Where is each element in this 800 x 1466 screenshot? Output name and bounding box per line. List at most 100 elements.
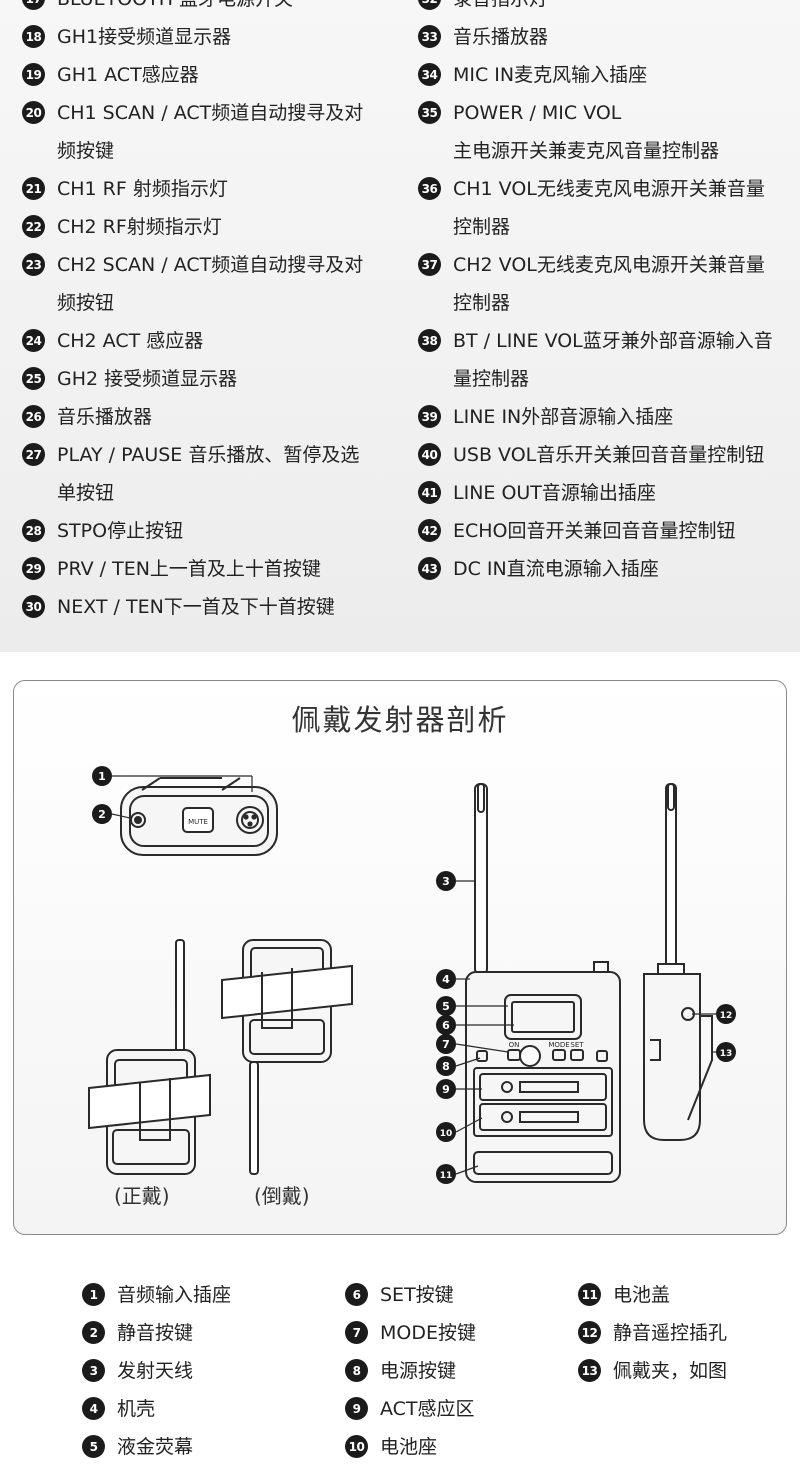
number-badge: 28 — [22, 519, 45, 542]
number-badge: 9 — [345, 1397, 368, 1420]
number-badge: 1 — [82, 1283, 105, 1306]
top-legend-section: 17 BLUETOOTH 蓝牙电源开关 18 GH1接受频道显示器 19 GH1… — [0, 0, 800, 652]
number-badge: 29 — [22, 557, 45, 580]
legend-text-cont: 控制器 — [453, 216, 511, 238]
number-badge: 10 — [345, 1435, 368, 1458]
legend-text: GH1 ACT感应器 — [57, 64, 199, 86]
legend-text-cont: 量控制器 — [453, 368, 530, 390]
legend-item-39: 39 LINE IN外部音源输入插座 — [418, 398, 673, 436]
number-badge: 39 — [418, 405, 441, 428]
number-badge: 33 — [418, 25, 441, 48]
legend-item-43: 43 DC IN直流电源输入插座 — [418, 550, 659, 588]
legend-item-36: 36 CH1 VOL无线麦克风电源开关兼音量 控制器 — [418, 170, 765, 246]
bottom-legend-item-11: 11 电池盖 — [578, 1276, 670, 1314]
legend-text: PRV / TEN上一首及上十首按键 — [57, 558, 321, 580]
legend-item-25: 25 GH2 接受频道显示器 — [22, 360, 237, 398]
bottom-legend-item-2: 2 静音按键 — [82, 1314, 193, 1352]
bottom-legend-item-13: 13 佩戴夹，如图 — [578, 1352, 727, 1390]
legend-item-37: 37 CH2 VOL无线麦克风电源开关兼音量 控制器 — [418, 246, 765, 322]
legend-item-30: 30 NEXT / TEN下一首及下十首按键 — [22, 588, 335, 626]
legend-text: 电池盖 — [613, 1284, 671, 1306]
legend-item-17: 17 BLUETOOTH 蓝牙电源开关 — [22, 0, 293, 18]
legend-item-27: 27 PLAY / PAUSE 音乐播放、暂停及选 单按钮 — [22, 436, 359, 512]
legend-text: SET按键 — [380, 1284, 454, 1306]
number-badge: 4 — [82, 1397, 105, 1420]
number-badge: 13 — [578, 1359, 601, 1382]
legend-text: GH1接受频道显示器 — [57, 26, 232, 48]
legend-text: 音乐播放器 — [57, 406, 153, 428]
number-badge: 24 — [22, 329, 45, 352]
legend-text: CH2 SCAN / ACT频道自动搜寻及对 — [57, 254, 364, 276]
legend-text: USB VOL音乐开关兼回音音量控制钮 — [453, 444, 765, 466]
legend-text: NEXT / TEN下一首及下十首按键 — [57, 596, 335, 618]
legend-text-cont: 控制器 — [453, 292, 511, 314]
legend-text: ACT感应区 — [380, 1398, 475, 1420]
number-badge: 20 — [22, 101, 45, 124]
number-badge: 37 — [418, 253, 441, 276]
legend-text: CH2 RF射频指示灯 — [57, 216, 222, 238]
number-badge: 18 — [22, 25, 45, 48]
number-badge: 36 — [418, 177, 441, 200]
bottom-legend-item-10: 10 电池座 — [345, 1428, 437, 1466]
legend-text: 机壳 — [117, 1398, 156, 1420]
legend-item-20: 20 CH1 SCAN / ACT频道自动搜寻及对 频按键 — [22, 94, 363, 170]
caption-back-worn: (倒戴) — [254, 1184, 310, 1208]
number-badge: 5 — [82, 1435, 105, 1458]
bottom-legend-item-8: 8 电源按键 — [345, 1352, 456, 1390]
bottom-legend-item-7: 7 MODE按键 — [345, 1314, 476, 1352]
legend-text: DC IN直流电源输入插座 — [453, 558, 659, 580]
legend-text: 静音遥控插孔 — [613, 1322, 728, 1344]
number-badge: 7 — [345, 1321, 368, 1344]
legend-text: ECHO回音开关兼回音音量控制钮 — [453, 520, 736, 542]
bottom-legend-item-5: 5 液金荧幕 — [82, 1428, 193, 1466]
legend-text: 佩戴夹，如图 — [613, 1360, 728, 1382]
legend-text: CH1 VOL无线麦克风电源开关兼音量 — [453, 178, 765, 200]
number-badge: 32 — [418, 0, 441, 10]
number-badge: 27 — [22, 443, 45, 466]
legend-text: 电源按键 — [380, 1360, 457, 1382]
legend-text: MODE按键 — [380, 1322, 476, 1344]
legend-text: POWER / MIC VOL — [453, 102, 622, 124]
legend-text: 静音按键 — [117, 1322, 194, 1344]
number-badge: 35 — [418, 101, 441, 124]
legend-item-34: 34 MIC IN麦克风输入插座 — [418, 56, 647, 94]
number-badge: 6 — [345, 1283, 368, 1306]
number-badge: 23 — [22, 253, 45, 276]
legend-item-21: 21 CH1 RF 射频指示灯 — [22, 170, 228, 208]
legend-item-33: 33 音乐播放器 — [418, 18, 548, 56]
panel-title: 佩戴发射器剖析 — [291, 703, 509, 737]
number-badge: 19 — [22, 63, 45, 86]
bottom-legend-item-9: 9 ACT感应区 — [345, 1390, 475, 1428]
legend-text-cont: 主电源开关兼麦克风音量控制器 — [453, 140, 720, 162]
legend-item-22: 22 CH2 RF射频指示灯 — [22, 208, 222, 246]
bottom-legend-item-3: 3 发射天线 — [82, 1352, 193, 1390]
legend-text-cont: 频按键 — [57, 140, 115, 162]
legend-text: CH2 ACT 感应器 — [57, 330, 204, 352]
legend-text: 液金荧幕 — [117, 1436, 194, 1458]
bottom-legend-item-1: 1 音频输入插座 — [82, 1276, 231, 1314]
number-badge: 8 — [345, 1359, 368, 1382]
legend-item-19: 19 GH1 ACT感应器 — [22, 56, 199, 94]
legend-item-38: 38 BT / LINE VOL蓝牙兼外部音源输入音 量控制器 — [418, 322, 773, 398]
legend-text: CH1 SCAN / ACT频道自动搜寻及对 — [57, 102, 364, 124]
caption-front-worn: (正戴) — [114, 1184, 170, 1208]
legend-text: MIC IN麦克风输入插座 — [453, 64, 648, 86]
legend-item-29: 29 PRV / TEN上一首及上十首按键 — [22, 550, 321, 588]
legend-item-26: 26 音乐播放器 — [22, 398, 152, 436]
legend-item-23: 23 CH2 SCAN / ACT频道自动搜寻及对 频按钮 — [22, 246, 363, 322]
bottom-legend-item-4: 4 机壳 — [82, 1390, 155, 1428]
legend-item-40: 40 USB VOL音乐开关兼回音音量控制钮 — [418, 436, 764, 474]
legend-text: 录音指示灯 — [453, 0, 548, 18]
legend-text-cont: 频按钮 — [57, 292, 115, 314]
legend-text: 发射天线 — [117, 1360, 194, 1382]
legend-text: CH2 VOL无线麦克风电源开关兼音量 — [453, 254, 765, 276]
number-badge: 11 — [578, 1283, 601, 1306]
number-badge: 30 — [22, 595, 45, 618]
legend-item-35: 35 POWER / MIC VOL 主电源开关兼麦克风音量控制器 — [418, 94, 719, 170]
number-badge: 26 — [22, 405, 45, 428]
number-badge: 17 — [22, 0, 45, 10]
number-badge: 34 — [418, 63, 441, 86]
number-badge: 21 — [22, 177, 45, 200]
legend-item-28: 28 STPO停止按钮 — [22, 512, 183, 550]
number-badge: 38 — [418, 329, 441, 352]
